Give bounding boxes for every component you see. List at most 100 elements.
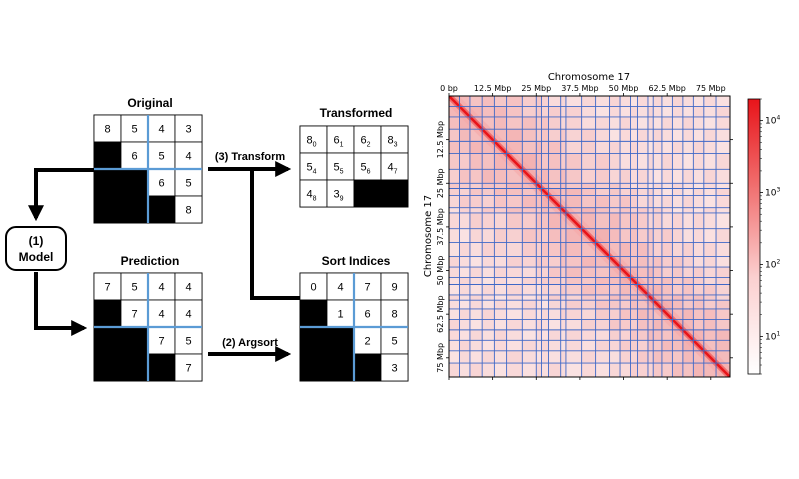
colorbar-tick-exponent: 2 [776, 258, 780, 265]
heatmap-block [620, 329, 632, 341]
heatmap-block [653, 363, 663, 377]
original-cell-value: 3 [185, 124, 191, 136]
heatmap-block [693, 300, 705, 310]
heatmap-block [449, 319, 460, 331]
heatmap-block [682, 153, 694, 170]
prediction-cell-value: 4 [158, 282, 164, 294]
heatmap-block [637, 169, 649, 184]
heatmap-block [548, 267, 562, 279]
heatmap-block [620, 242, 632, 258]
heatmap-block [595, 106, 611, 118]
heatmap-block [469, 284, 483, 296]
heatmap-block [565, 277, 583, 285]
heatmap-block [459, 329, 471, 341]
heatmap-block [548, 228, 562, 244]
heatmap-block [560, 96, 567, 107]
heatmap-block [630, 195, 638, 209]
sort_indices-cell [326, 353, 355, 382]
heatmap-block [536, 153, 543, 170]
heatmap-block [682, 207, 694, 214]
heatmap-block [703, 212, 717, 230]
heatmap-block [548, 169, 562, 184]
heatmap-block [595, 277, 611, 285]
heatmap-block [693, 319, 705, 331]
heatmap-block [693, 284, 705, 296]
heatmap-block [609, 188, 621, 196]
heatmap-block [581, 340, 597, 352]
heatmap-block [637, 228, 649, 244]
heatmap-block [459, 319, 471, 331]
heatmap-block [560, 319, 567, 331]
heatmap-block [609, 169, 621, 184]
heatmap-block [609, 228, 621, 244]
heatmap-block [560, 242, 567, 258]
heatmap-block [449, 212, 460, 230]
heatmap-block [682, 169, 694, 184]
heatmap-block [541, 96, 549, 107]
heatmap-block [661, 116, 673, 130]
heatmap-block [506, 116, 523, 130]
heatmap-block [595, 129, 611, 142]
heatmap-block [647, 183, 654, 190]
heatmap-block [661, 294, 673, 301]
heatmap-block [560, 256, 567, 268]
heatmap-block [661, 129, 673, 142]
original-cell [174, 141, 203, 170]
heatmap-block [595, 267, 611, 279]
heatmap-block [459, 340, 471, 352]
transformed-cell-value: 83 [387, 135, 397, 149]
heatmap-block [522, 300, 537, 310]
heatmap-block [522, 116, 537, 130]
heatmap-block [494, 363, 508, 377]
heatmap-block [482, 195, 495, 209]
heatmap-block [565, 242, 583, 258]
heatmap-block [693, 96, 705, 107]
transformed-cell-value: 61 [333, 135, 343, 149]
heatmap-block [482, 319, 495, 331]
heatmap-block [565, 294, 583, 301]
heatmap-block [672, 242, 684, 258]
heatmap-block [506, 329, 523, 341]
heatmap-block [560, 300, 567, 310]
heatmap-block [693, 277, 705, 285]
colorbar-tick-label: 103 [765, 187, 780, 199]
heatmap-block [716, 340, 730, 352]
sort_indices-cell-value: 3 [391, 363, 397, 375]
original-cell [120, 141, 149, 170]
heatmap-block [565, 195, 583, 209]
heatmap-block [630, 183, 638, 190]
heatmap-block [536, 284, 543, 296]
heatmap-block [469, 228, 483, 244]
connector-lines [28, 161, 300, 362]
heatmap-block [506, 363, 523, 377]
heatmap-block [716, 195, 730, 209]
heatmap-block [672, 129, 684, 142]
heatmap-block [449, 129, 460, 142]
original-cell [174, 168, 203, 197]
transformed-cell-value: 62 [360, 135, 370, 149]
heatmap-block [536, 256, 543, 268]
heatmap-block [506, 195, 523, 209]
heatmap-block [620, 228, 632, 244]
sort_indices-cell-value: 4 [337, 282, 343, 294]
heatmap-block [609, 129, 621, 142]
heatmap-block [672, 363, 684, 377]
model-label-line2: Model [19, 250, 54, 264]
heatmap-block [672, 212, 684, 230]
heatmap-block [581, 363, 597, 377]
prediction-cell-value: 7 [185, 363, 191, 375]
heatmap-block [494, 340, 508, 352]
heatmap-block [609, 183, 621, 190]
heatmap-block [459, 363, 471, 377]
heatmap-block [449, 267, 460, 279]
heatmap-block [630, 188, 638, 196]
heatmap-block [565, 284, 583, 296]
prediction-cell-value: 5 [131, 282, 137, 294]
heatmap-block [653, 153, 663, 170]
model-box: (1) Model [5, 226, 67, 271]
heatmap-block [581, 116, 597, 130]
original-cell-value: 8 [185, 205, 191, 217]
heatmap-block [482, 267, 495, 279]
heatmap-block [672, 96, 684, 107]
